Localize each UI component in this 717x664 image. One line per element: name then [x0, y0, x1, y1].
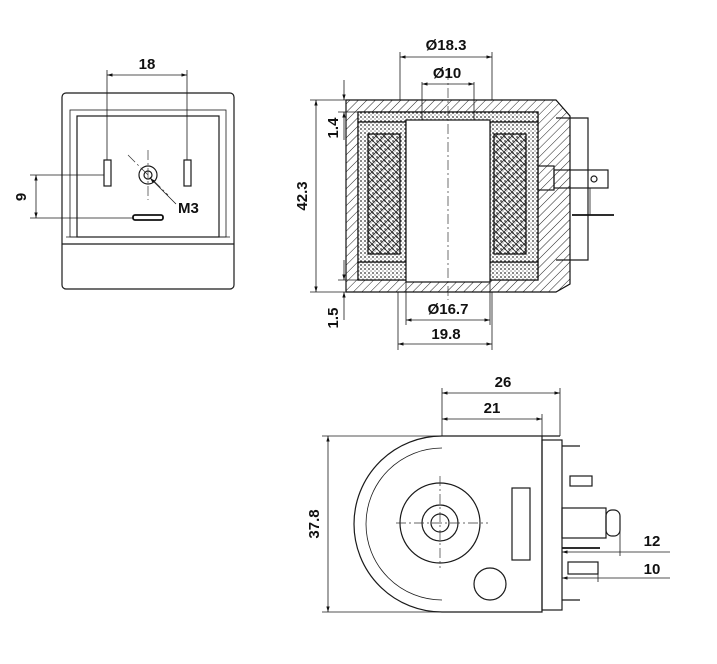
dim-side-height: 37.8 [306, 509, 323, 538]
section-view: Ø18.3 Ø10 42.3 1.4 1.5 Ø16.7 19.8 [294, 37, 614, 350]
dim-thread: M3 [178, 200, 199, 217]
front-view: 18 9 M3 [13, 56, 235, 290]
dim-front-width: 18 [139, 56, 156, 73]
dim-side-center: 21 [484, 400, 501, 417]
dim-front-height: 9 [13, 193, 30, 201]
dim-base-width: 19.8 [431, 326, 460, 343]
dim-section-top: 1.4 [325, 117, 342, 139]
dim-section-height: 42.3 [294, 181, 311, 210]
dim-inner-diameter: Ø10 [433, 65, 461, 82]
dim-section-bottom: 1.5 [325, 308, 342, 329]
dim-pin-offset-b: 10 [644, 561, 661, 578]
dim-bore-diameter: Ø16.7 [428, 301, 469, 318]
dim-pin-offset-a: 12 [644, 533, 661, 550]
dim-side-width: 26 [495, 374, 512, 391]
dim-outer-diameter: Ø18.3 [426, 37, 467, 54]
side-view: 26 21 37.8 12 10 [306, 374, 670, 613]
